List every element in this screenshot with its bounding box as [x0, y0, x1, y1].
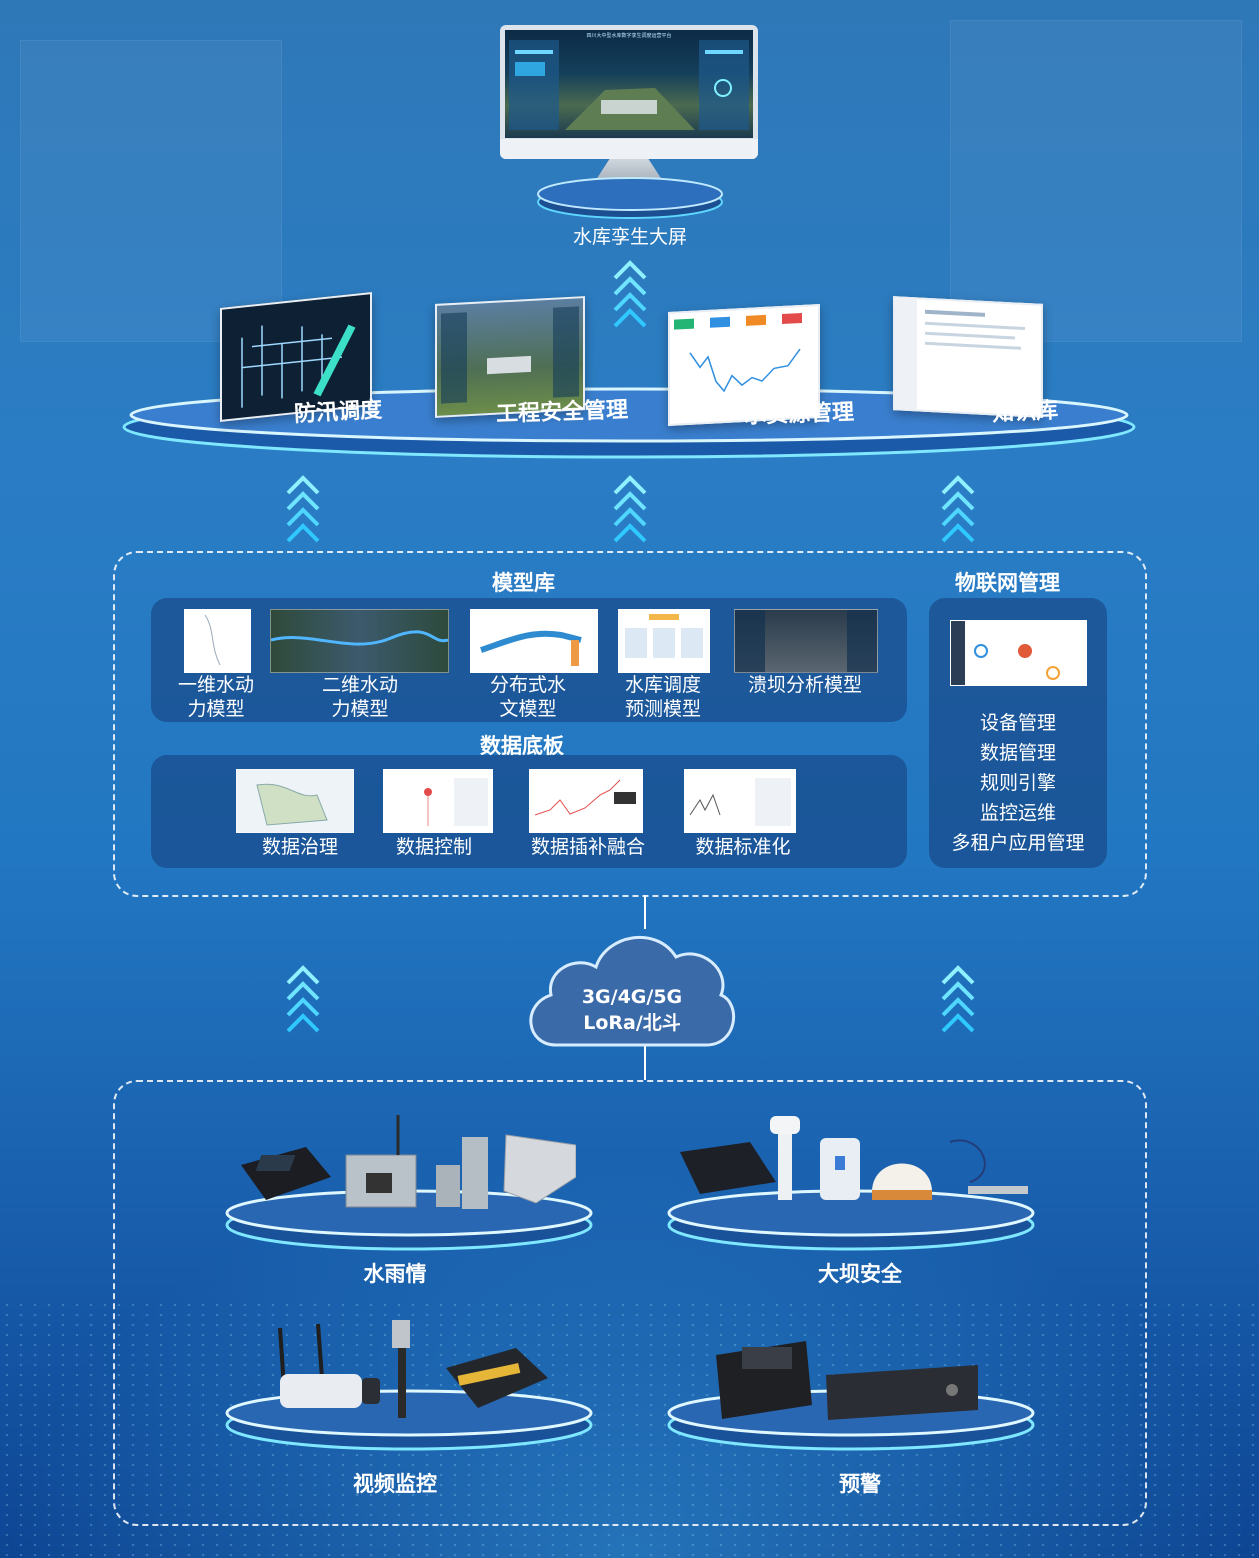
device-label-dam: 大坝安全 — [818, 1262, 902, 1286]
data-thumb-fusion — [529, 769, 643, 833]
app-screen-knowledge — [893, 296, 1043, 418]
iot-item-multi-tenant: 多租户应用管理 — [951, 832, 1085, 854]
device-label-video: 视频监控 — [353, 1472, 437, 1496]
up-arrow-icon — [286, 966, 320, 1033]
model-caption-1d: 一维水动力模型 — [177, 674, 254, 720]
model-caption-distributed: 分布式水文模型 — [489, 674, 566, 720]
up-arrow-icon — [941, 966, 975, 1033]
background-panel — [20, 40, 282, 342]
model-caption-dambreak: 溃坝分析模型 — [747, 674, 862, 696]
up-arrow-icon — [613, 476, 647, 543]
monitor-screen: 四川大中型水库数字孪生调度运营平台 — [505, 30, 753, 138]
model-thumb-1d — [184, 609, 251, 673]
flood-network-illustration — [241, 324, 356, 408]
data-caption-control: 数据控制 — [395, 836, 472, 858]
iot-item-data-management: 数据管理 — [979, 742, 1056, 764]
network-line1: 3G/4G/5G — [581, 986, 683, 1008]
devices-section — [113, 1080, 1147, 1526]
app-label-flood: 防汛调度 — [293, 397, 383, 428]
app-label-water-resource: 水资源管理 — [743, 400, 855, 429]
background-glow — [0, 1150, 1259, 1558]
app-label-engineering: 工程安全管理 — [495, 397, 629, 428]
data-board-title: 数据底板 — [480, 734, 564, 758]
data-thumb-standardization — [684, 769, 796, 833]
network-cloud — [529, 895, 736, 1080]
model-thumb-dambreak — [734, 609, 878, 673]
device-label-warning: 预警 — [839, 1472, 881, 1496]
app-label-knowledge: 知识库 — [991, 398, 1059, 427]
platform-section — [113, 551, 1147, 897]
iot-thumb — [950, 620, 1087, 686]
data-thumb-governance — [236, 769, 354, 833]
monitor-screen-title: 四川大中型水库数字孪生调度运营平台 — [586, 33, 672, 39]
monitor-platform — [537, 177, 723, 219]
device-platform-dam — [667, 1189, 1035, 1251]
model-caption-dispatch: 水库调度预测模型 — [624, 674, 701, 720]
data-caption-fusion: 数据插补融合 — [530, 836, 645, 858]
data-caption-governance: 数据治理 — [261, 836, 338, 858]
app-screen-flood — [220, 292, 372, 422]
twin-screen-label: 水库孪生大屏 — [572, 226, 687, 248]
model-thumb-distributed — [470, 609, 598, 673]
device-label-rain: 水雨情 — [363, 1262, 427, 1286]
application-platform — [122, 387, 1136, 459]
up-arrow-icon — [286, 476, 320, 543]
background-panel — [950, 20, 1242, 342]
video-devices-illustration — [278, 1320, 548, 1418]
knowledge-illustration — [895, 298, 1025, 410]
network-line2: LoRa/北斗 — [583, 1012, 681, 1034]
model-thumb-dispatch — [618, 609, 710, 673]
warning-devices-illustration — [716, 1341, 978, 1420]
rain-devices-illustration — [241, 1115, 576, 1209]
model-thumb-2d — [270, 609, 449, 673]
model-caption-2d: 二维水动力模型 — [321, 674, 398, 720]
iot-item-monitoring-ops: 监控运维 — [979, 802, 1056, 824]
background-dot-grid — [0, 1300, 1259, 1558]
iot-title: 物联网管理 — [955, 571, 1060, 595]
water-resource-chart — [674, 312, 802, 393]
model-library-title: 模型库 — [492, 571, 555, 595]
app-screen-water-resource — [668, 304, 820, 426]
dam-devices-illustration — [680, 1116, 1028, 1200]
app-screen-engineering — [435, 296, 585, 418]
data-caption-standardization: 数据标准化 — [695, 836, 791, 858]
iot-item-device-management: 设备管理 — [979, 712, 1056, 734]
engineering-illustration — [441, 306, 579, 404]
dashboard-illustration — [509, 40, 749, 130]
iot-item-rule-engine: 规则引擎 — [979, 772, 1056, 794]
data-thumb-control — [383, 769, 493, 833]
up-arrow-icon — [941, 476, 975, 543]
up-arrow-icon — [613, 261, 647, 328]
